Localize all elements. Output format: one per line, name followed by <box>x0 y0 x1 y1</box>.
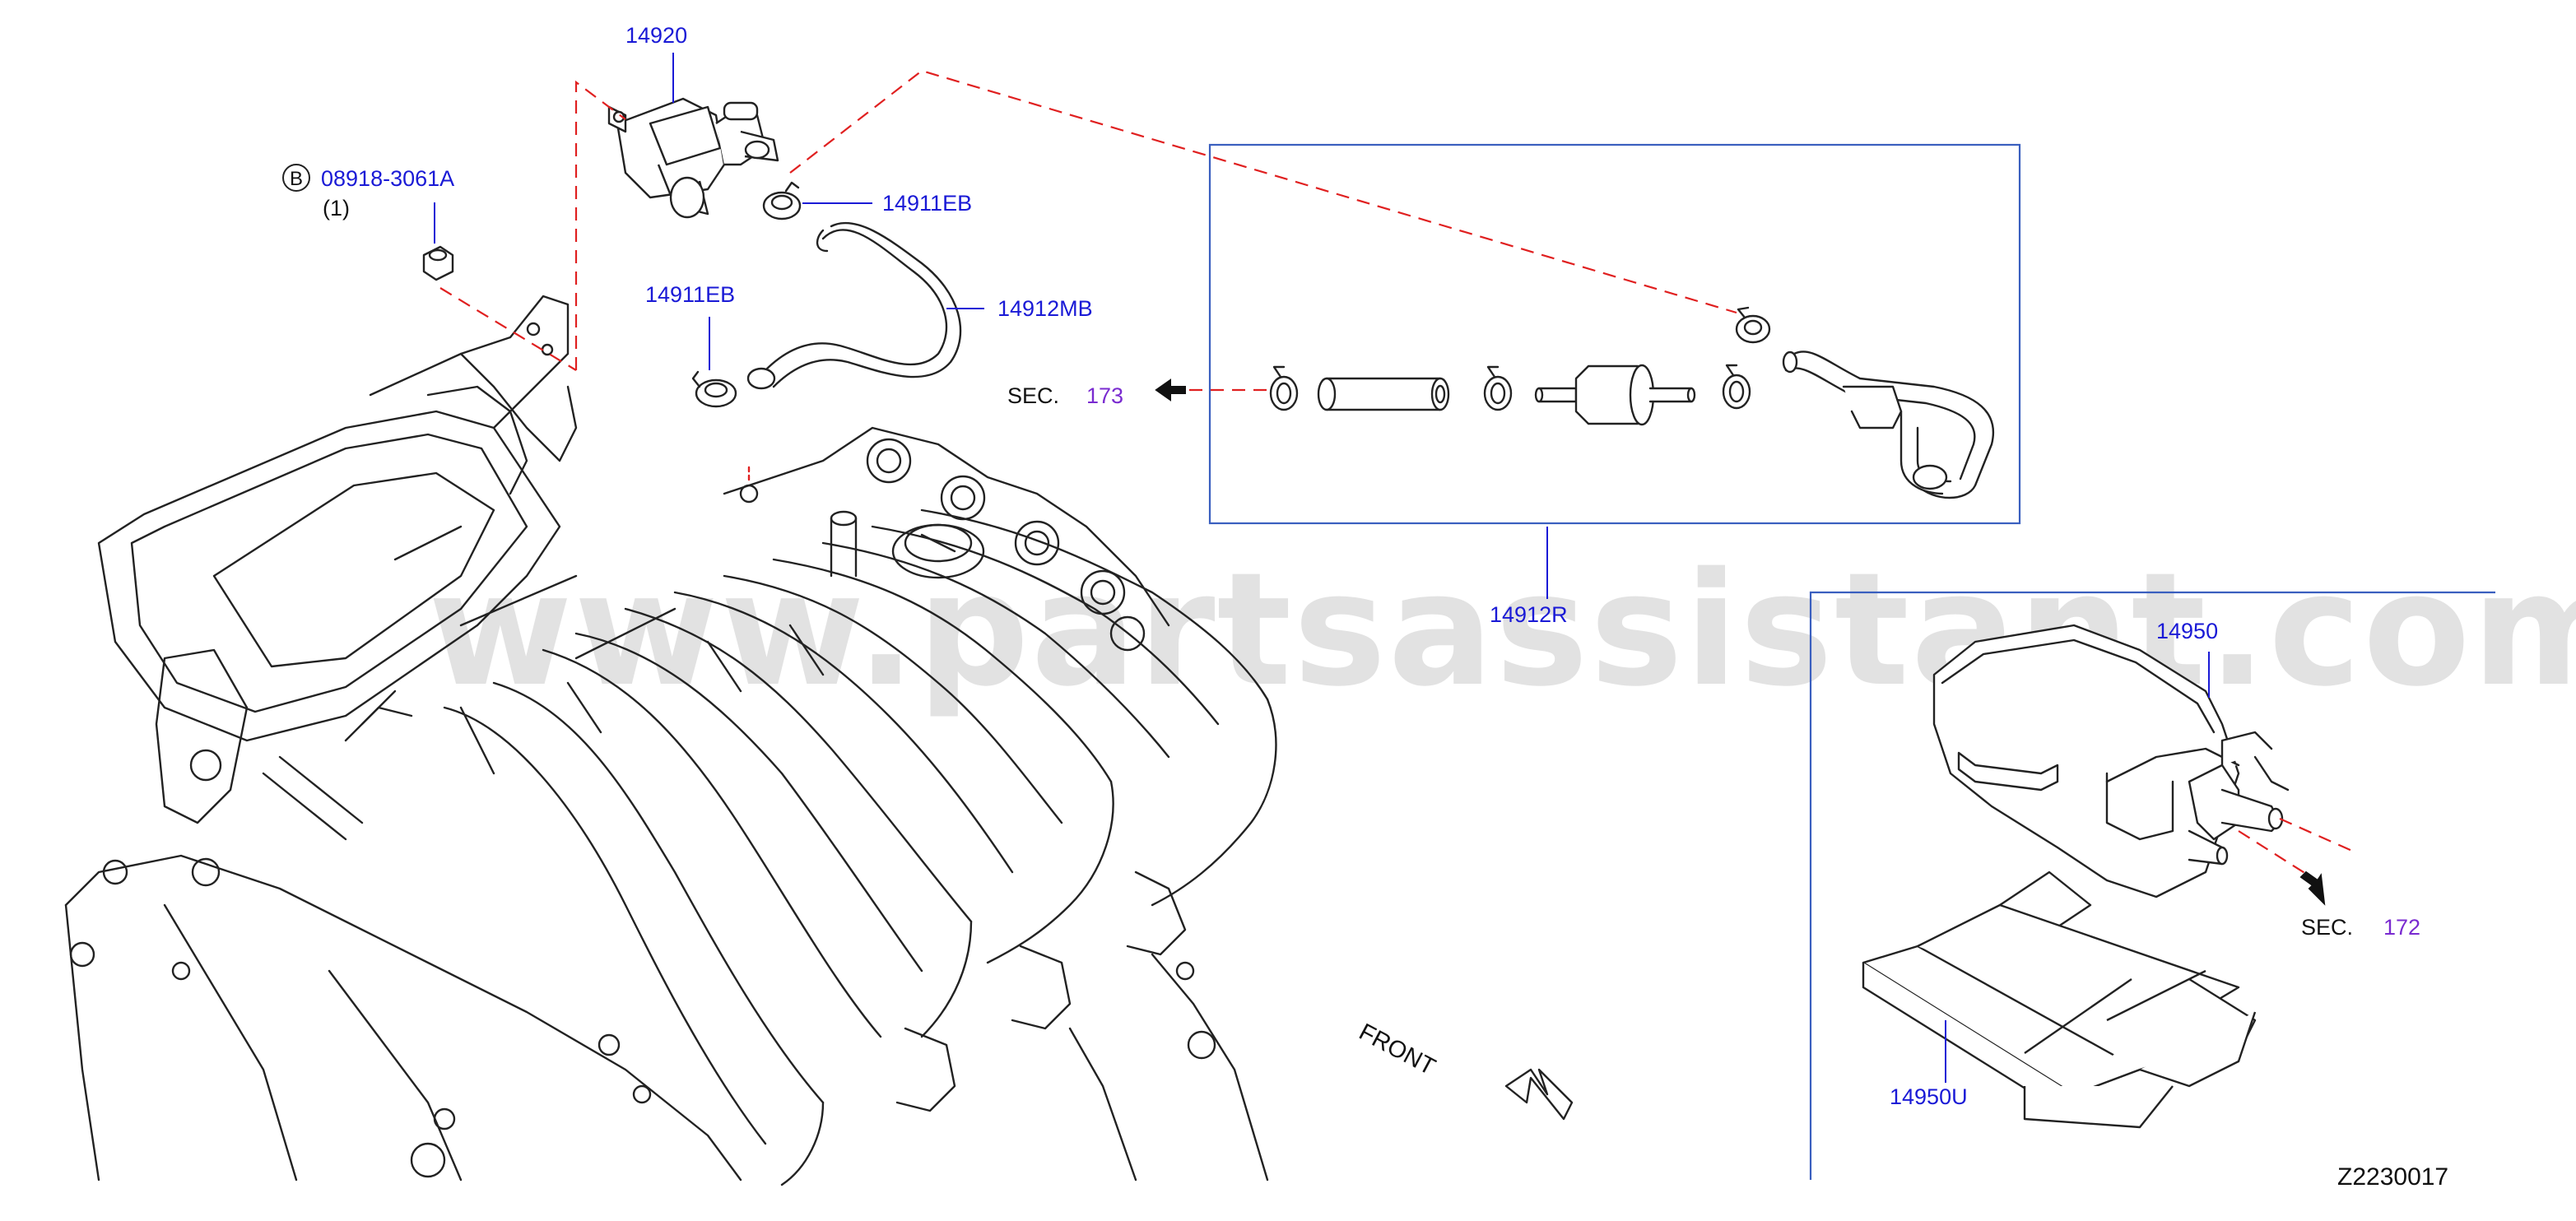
connection-dashed-lines <box>439 69 2355 875</box>
bolt-spec-bubble: B <box>282 164 310 192</box>
watermark: www.partsassistant.com <box>428 539 2576 721</box>
canister-bracket-drawing <box>1862 870 2257 1129</box>
sec-172-prefix: SEC. <box>2301 915 2354 940</box>
callout-14911EB-lower: 14911EB <box>645 282 736 307</box>
callout-14920: 14920 <box>625 23 688 48</box>
sec-173-prefix: SEC. <box>1007 383 1060 408</box>
bolt-quantity: (1) <box>323 196 350 221</box>
sec-173-number: 173 <box>1086 383 1124 408</box>
front-direction-arrow <box>1504 1068 1574 1121</box>
purge-control-valve-drawing <box>607 97 779 219</box>
sec-172-number: 172 <box>2383 915 2421 940</box>
sec-172-arrow <box>2299 870 2326 906</box>
callout-14911EB-upper: 14911EB <box>882 191 973 216</box>
sec-173-arrow <box>1155 378 1186 402</box>
diagram-code: Z2230017 <box>2337 1163 2449 1191</box>
callout-14950: 14950 <box>2156 619 2219 643</box>
clamp-hose-set-drawing <box>422 181 962 408</box>
callout-14950U: 14950U <box>1890 1084 1968 1109</box>
canister-drawing <box>1932 624 2290 898</box>
hose-assembly-drawing <box>1269 306 1994 499</box>
canister-box-frame <box>1809 591 2495 1180</box>
hose-assembly-box <box>1208 143 2021 525</box>
callout-14912R: 14912R <box>1490 602 1568 627</box>
leader-lines <box>434 53 2210 1083</box>
callout-14912MB: 14912MB <box>997 296 1093 321</box>
callout-08918-3061A: 08918-3061A <box>321 166 455 191</box>
engine-assembly-drawing <box>64 295 1277 1186</box>
